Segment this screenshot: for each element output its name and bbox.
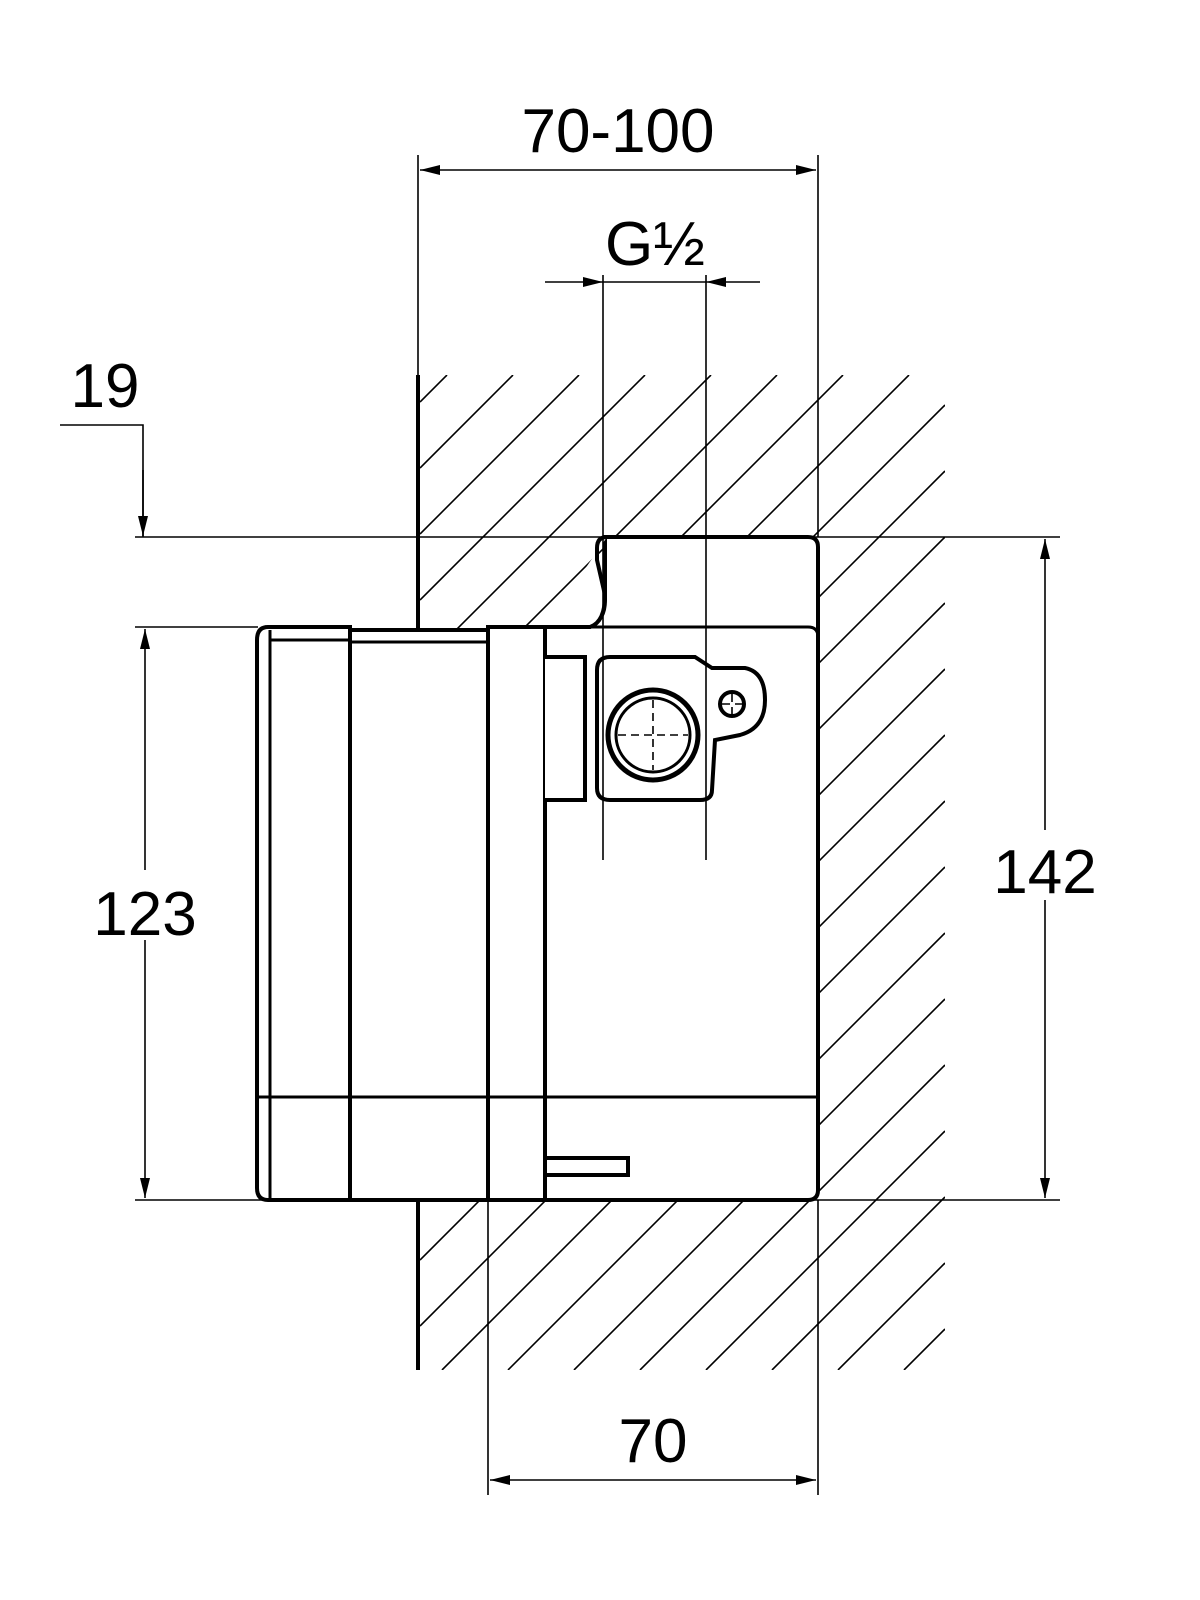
hatch-line	[639, 1064, 945, 1370]
hatch-line	[420, 375, 514, 469]
hatch-line	[771, 1196, 945, 1370]
label-depth-70: 70	[619, 1407, 688, 1476]
hatch-line	[420, 375, 448, 403]
label-wall-depth: 70-100	[521, 97, 714, 166]
hatch-line	[903, 1328, 945, 1370]
screw-hole	[718, 690, 746, 718]
thread-inner-circle	[614, 696, 692, 774]
hatch-line	[837, 1262, 945, 1370]
label-height-123: 123	[93, 880, 196, 949]
thread-outer-circle	[605, 687, 701, 783]
hatch-line	[420, 375, 580, 535]
extension-lines	[60, 155, 1060, 1495]
inlet-port	[595, 655, 768, 802]
label-thread-size: G½	[605, 210, 705, 279]
label-height-142: 142	[993, 838, 1096, 907]
concealed-body	[255, 535, 820, 1202]
hatch-line	[420, 375, 712, 667]
hatch-line	[420, 375, 646, 601]
hatch-line	[705, 1130, 945, 1370]
label-offset-19: 19	[71, 352, 140, 421]
